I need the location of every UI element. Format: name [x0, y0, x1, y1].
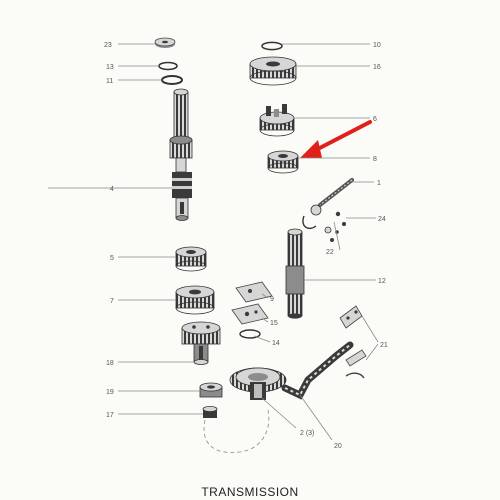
label-2-3: 2 (3)	[300, 430, 314, 437]
label-9: 9	[270, 296, 274, 303]
part-6-gear-with-lugs	[259, 104, 295, 137]
label-5: 5	[110, 255, 114, 262]
part-13-ring	[158, 61, 178, 71]
label-4: 4	[110, 186, 114, 193]
label-15: 15	[270, 320, 278, 327]
part-16-large-gear	[249, 56, 297, 86]
part-23-washer	[154, 37, 176, 48]
label-1: 1	[377, 180, 381, 187]
part-21-chain-links	[339, 305, 367, 379]
label-19: 19	[106, 389, 114, 396]
label-6: 6	[373, 116, 377, 123]
part-10-washer	[261, 41, 283, 51]
part-1-shift-lever	[302, 178, 354, 230]
part-22-small-parts	[324, 226, 334, 242]
label-13: 13	[106, 64, 114, 71]
part-18-gear-hub	[181, 321, 221, 365]
part-4-main-shaft	[169, 88, 193, 221]
chain-path-dashed	[203, 409, 270, 453]
part-24-pins	[335, 211, 346, 234]
part-labels: 23 13 11 4 5 7 18 19 17 10 16 6 8 1 24 2…	[104, 42, 388, 450]
part-20-chain	[281, 341, 354, 400]
label-22: 22	[326, 249, 334, 256]
part-7-gear	[175, 285, 215, 315]
part-9-plate	[235, 281, 273, 303]
label-24: 24	[378, 216, 386, 223]
part-12-countershaft	[285, 228, 305, 319]
red-arrow-pointer	[300, 120, 372, 158]
label-10: 10	[373, 42, 381, 49]
part-15-plate	[231, 303, 269, 325]
label-20: 20	[334, 443, 342, 450]
label-21: 21	[380, 342, 388, 349]
part-5-gear	[175, 246, 207, 272]
label-12: 12	[378, 278, 386, 285]
label-18: 18	[106, 360, 114, 367]
label-11: 11	[106, 78, 113, 85]
part-11-ring	[161, 75, 183, 85]
leader-lines	[48, 43, 379, 441]
label-8: 8	[373, 156, 377, 163]
part-14-ring	[239, 329, 261, 339]
part-2-sprocket	[229, 367, 287, 400]
part-19-bushing	[199, 382, 223, 398]
part-8-gear	[267, 150, 299, 174]
part-17-small-bushing	[202, 405, 218, 418]
label-14: 14	[272, 340, 280, 347]
label-23: 23	[104, 42, 112, 49]
label-7: 7	[110, 298, 114, 305]
label-16: 16	[373, 64, 381, 71]
diagram-caption: TRANSMISSION	[201, 485, 299, 499]
label-17: 17	[106, 412, 114, 419]
